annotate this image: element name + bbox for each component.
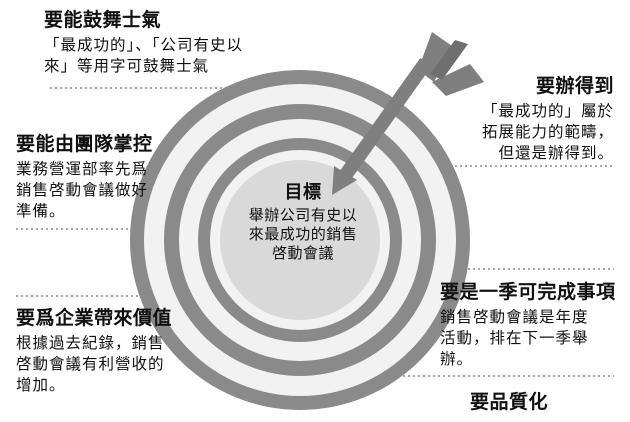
goal-label: 目標 舉辦公司有史以 來最成功的銷售 啓動會議	[228, 182, 378, 263]
item-heading: 要品質化	[469, 391, 548, 413]
item-body: 銷售啓動會議是年度 活動，排在下一季舉 辦。	[440, 308, 589, 368]
arrow-icon	[332, 32, 484, 195]
item-body: 「最成功的」屬於 拓展能力的範疇， 但還是辦得到。	[481, 102, 614, 162]
item-body: 「最成功的」、「公司有史以 來」等用字可鼓舞士氣	[44, 36, 244, 75]
item-heading: 要辦得到	[535, 75, 614, 97]
item-heading: 要爲企業帶來價值	[16, 307, 173, 329]
item-heading: 要能由團隊掌控	[16, 133, 153, 155]
item-relevant: 要爲企業帶來價值 根據過去紀錄，銷售 啓動會議有利營收的 增加。	[16, 306, 206, 396]
item-heading: 要是一季可完成事項	[440, 281, 616, 303]
target-bullseye	[220, 160, 380, 320]
item-timebound: 要是一季可完成事項 銷售啓動會議是年度 活動，排在下一季舉 辦。	[440, 280, 620, 370]
goal-body: 舉辦公司有史以 來最成功的銷售 啓動會議	[248, 206, 358, 262]
item-quality: 要品質化	[440, 390, 548, 414]
item-body: 業務營運部率先爲 銷售啓動會議做好 準備。	[16, 160, 149, 220]
item-motivating: 要能鼓舞士氣 「最成功的」、「公司有史以 來」等用字可鼓舞士氣	[44, 8, 304, 77]
item-heading: 要能鼓舞士氣	[44, 9, 162, 31]
goal-title: 目標	[284, 182, 322, 203]
item-achievable: 要辦得到 「最成功的」屬於 拓展能力的範疇， 但還是辦得到。	[430, 74, 614, 164]
item-manageable: 要能由團隊掌控 業務營運部率先爲 銷售啓動會議做好 準備。	[16, 132, 186, 222]
item-body: 根據過去紀錄，銷售 啓動會議有利營收的 增加。	[16, 334, 165, 394]
